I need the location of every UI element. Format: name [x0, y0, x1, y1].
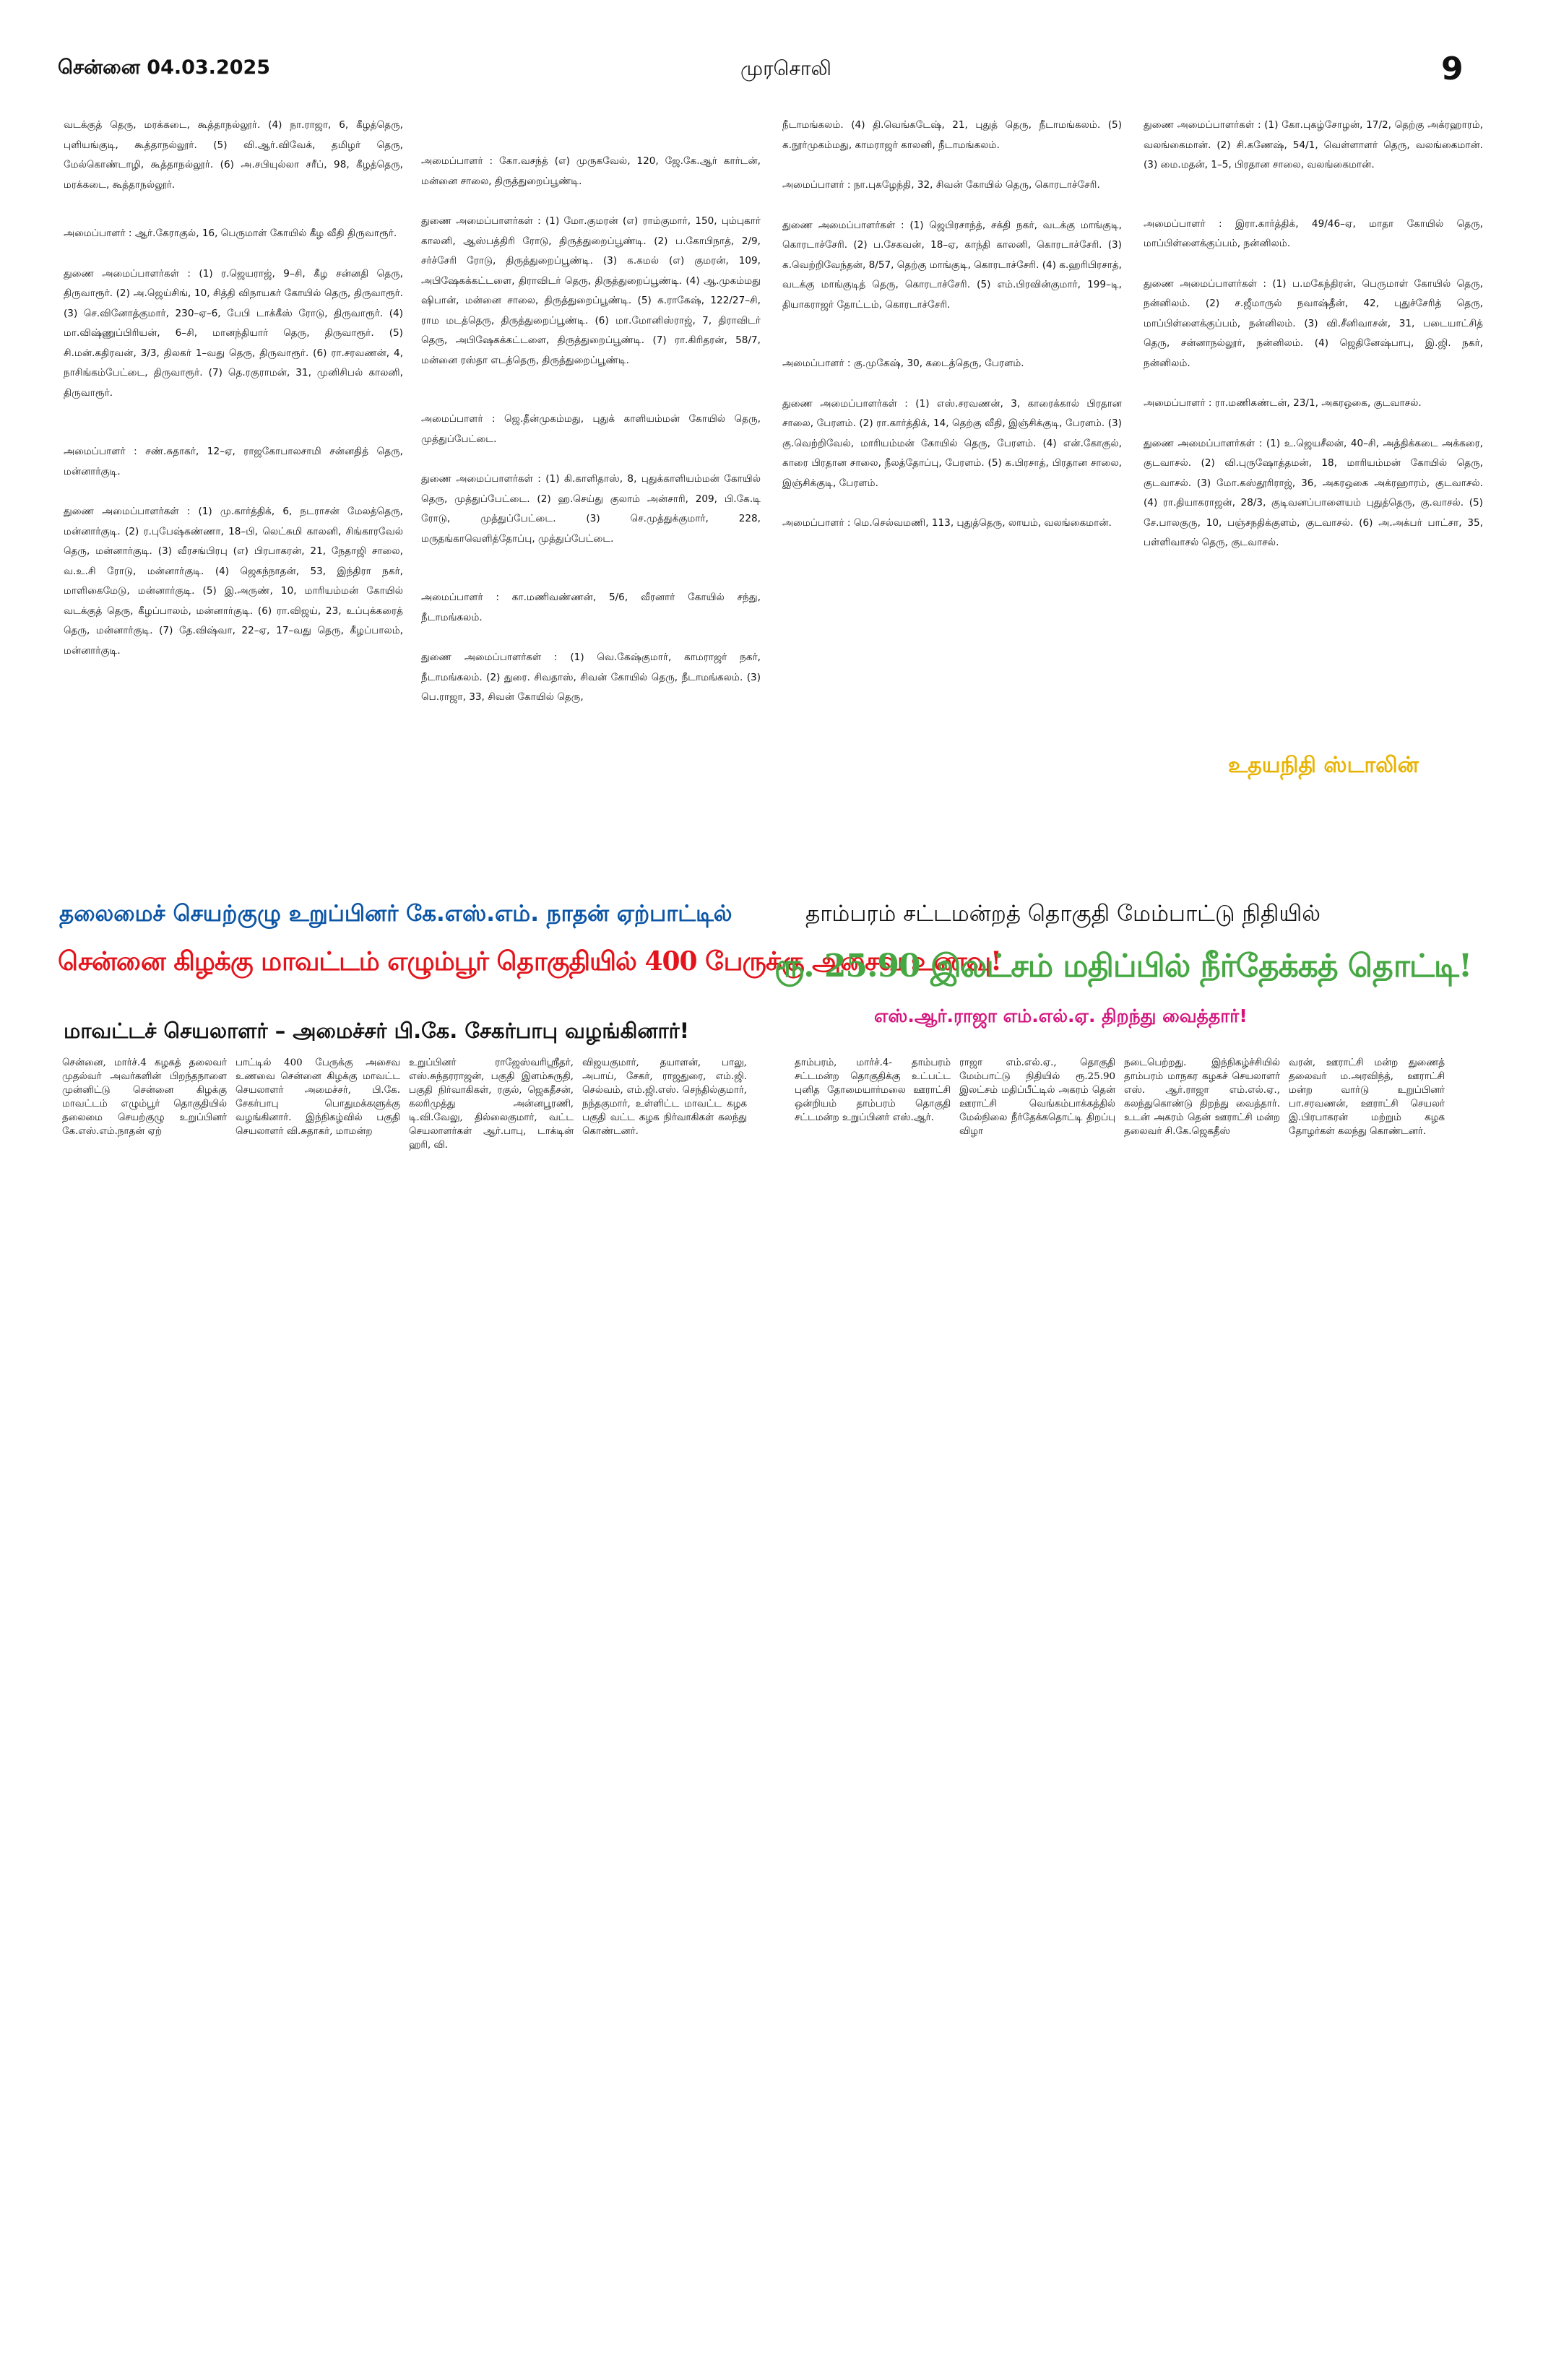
left-story-subhead: மாவட்டச் செயலாளர் – அமைச்சர் பி.கே. சேகர…	[64, 1018, 690, 1043]
column-4-para-4: அமைப்பாளர் : ரா.மணிகண்டன், 23/1, அகரஒகை,…	[1144, 397, 1422, 409]
column-2-para-3: அமைப்பாளர் : ஜெ.தீன்முகம்மது, புதுக் காள…	[421, 413, 761, 445]
column-2-para-5: அமைப்பாளர் : கா.மணிவண்ணன், 5/6, வீரனார் …	[421, 592, 761, 623]
column-1-para-4: அமைப்பாளர் : சண்.சுதாகர், 12–ஏ, ராஜகோபால…	[64, 446, 403, 477]
column-3-para-6: அமைப்பாளர் : மெ.செல்வமணி, 113, புதுத்தெர…	[782, 517, 1112, 529]
newspaper-title: முரசொலி	[740, 56, 831, 80]
right-story-col-1: தாம்பரம், மார்ச்.4- தாம்பரம் சட்டமன்ற தொ…	[795, 1057, 951, 1123]
page-number: 9	[1441, 51, 1464, 87]
left-story-kicker: தலைமைச் செயற்குழு உறுப்பினர் கே.எஸ்.எம்.…	[59, 901, 732, 927]
column-3-para-1: நீடாமங்கலம். (4) தி.வெங்கடேஷ், 21, புதுத…	[782, 119, 1122, 151]
column-1-para-5: துணை அமைப்பாளர்கள் : (1) மு.கார்த்திக், …	[64, 506, 403, 657]
column-3-para-5: துணை அமைப்பாளர்கள் : (1) எஸ்.சரவணன், 3, …	[782, 397, 1122, 489]
column-4-para-5: துணை அமைப்பாளர்கள் : (1) உ.ஜெயசீலன், 40–…	[1144, 437, 1483, 549]
column-3-para-3: துணை அமைப்பாளர்கள் : (1) ஜெபிரசாந்த், சக…	[782, 219, 1122, 311]
column-1: வடக்குத் தெரு, மரக்கடை, கூத்தாநல்லூர். (…	[64, 116, 403, 700]
column-4: துணை அமைப்பாளர்கள் : (1) கோ.புகழ்சோழன், …	[1144, 116, 1483, 592]
right-story-col-2: ராஜா எம்.எல்.ஏ., தொகுதி மேம்பாட்டு நிதிய…	[959, 1057, 1115, 1137]
left-story-col-3: உறுப்பினர் ராஜேஸ்வரிஸ்ரீதர், எஸ்.சுந்தரர…	[409, 1057, 574, 1151]
right-story-kicker: தாம்பரம் சட்டமன்றத் தொகுதி மேம்பாட்டு நி…	[805, 901, 1321, 927]
column-1-para-3: துணை அமைப்பாளர்கள் : (1) ர.ஜெயராஜ், 9–சி…	[64, 267, 403, 399]
column-4-para-1: துணை அமைப்பாளர்கள் : (1) கோ.புகழ்சோழன், …	[1144, 119, 1483, 170]
signature: உதயநிதி ஸ்டாலின்	[1228, 753, 1419, 778]
right-story-col-3: நடைபெற்றது. இந்நிகழ்ச்சியில் தாம்பரம் மா…	[1124, 1057, 1280, 1137]
column-1-para-1: வடக்குத் தெரு, மரக்கடை, கூத்தாநல்லூர். (…	[64, 119, 403, 191]
column-4-para-3: துணை அமைப்பாளர்கள் : (1) ப.மகேந்திரன், ப…	[1144, 277, 1483, 369]
column-2-para-4: துணை அமைப்பாளர்கள் : (1) கி.காளிதாஸ், 8,…	[421, 473, 761, 545]
column-4-para-2: அமைப்பாளர் : இரா.கார்த்திக், 49/46–ஏ, மா…	[1144, 217, 1483, 250]
column-3-para-4: அமைப்பாளர் : கு.முகேஷ், 30, கடைத்தெரு, ப…	[782, 358, 1024, 369]
right-story-subhead: எஸ்.ஆர்.ராஜா எம்.எல்.ஏ. திறந்து வைத்தார்…	[874, 1005, 1248, 1026]
right-story-col-4: வரன், ஊராட்சி மன்ற துணைத் தலைவர் ம.அரவிந…	[1289, 1057, 1445, 1137]
column-2-para-2: துணை அமைப்பாளர்கள் : (1) மோ.குமரன் (எ) ர…	[421, 215, 761, 366]
left-story-col-2: பாட்டில் 400 பேருக்கு அசைவ உணவை சென்னை க…	[235, 1057, 400, 1137]
column-3-para-2: அமைப்பாளர் : நா.புகழேந்தி, 32, சிவன் கோய…	[782, 179, 1100, 191]
right-story-headline: ரூ. 25.90 இலட்சம் மதிப்பில் நீர்தேக்கத் …	[774, 948, 1472, 985]
column-2-para-1: அமைப்பாளர் : கோ.வசந்த் (எ) முருகவேல், 12…	[421, 155, 761, 187]
column-2: அமைப்பாளர் : கோ.வசந்த் (எ) முருகவேல், 12…	[421, 152, 761, 708]
left-story-headline: சென்னை கிழக்கு மாவட்டம் எழும்பூர் தொகுதி…	[58, 946, 1002, 977]
column-2-para-6: துணை அமைப்பாளர்கள் : (1) வெ.கேஷ்குமார், …	[421, 652, 761, 703]
left-story-col-4: விஜயகுமார், தயாளன், பாலு, அபாய், சேகர், …	[582, 1057, 747, 1137]
column-1-para-2: அமைப்பாளர் : ஆர்.கேராகுல், 16, பெருமாள் …	[64, 228, 397, 239]
issue-date: சென்னை 04.03.2025	[58, 56, 271, 79]
column-3: நீடாமங்கலம். (4) தி.வெங்கடேஷ், 21, புதுத…	[782, 116, 1122, 573]
left-story-col-1: சென்னை, மார்ச்.4 கழகத் தலைவர் முதல்வர் அ…	[62, 1057, 227, 1137]
